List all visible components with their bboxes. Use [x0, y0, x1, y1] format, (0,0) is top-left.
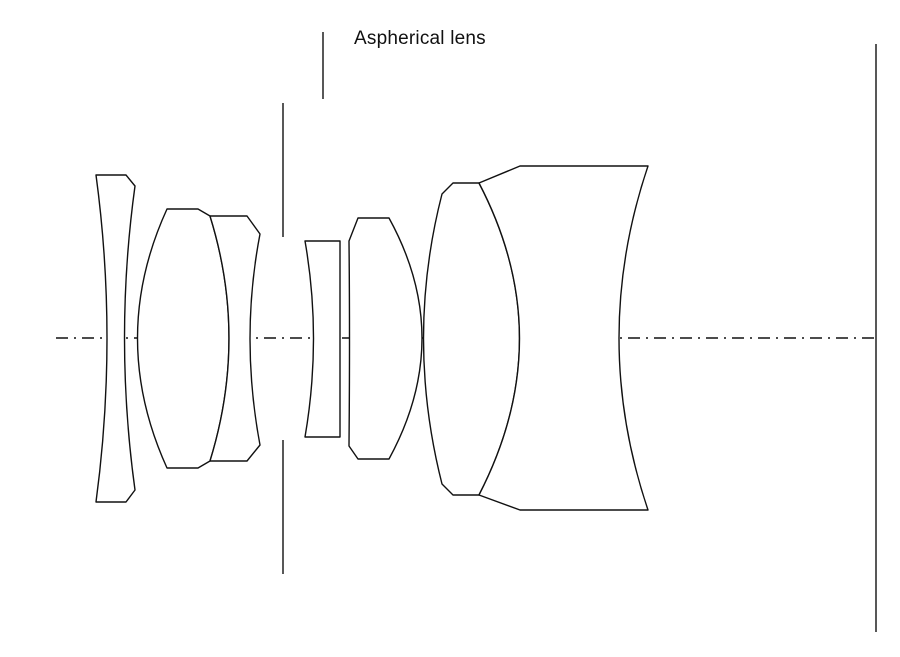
lens-element-1 — [95, 174, 136, 503]
lens-element-3 — [209, 215, 261, 462]
lens-element-7 — [478, 165, 649, 511]
lens-element-4 — [304, 240, 341, 438]
lens-element-2 — [136, 208, 230, 469]
aspherical-lens-element — [348, 217, 423, 460]
aspherical-lens-label: Aspherical lens — [354, 28, 486, 49]
